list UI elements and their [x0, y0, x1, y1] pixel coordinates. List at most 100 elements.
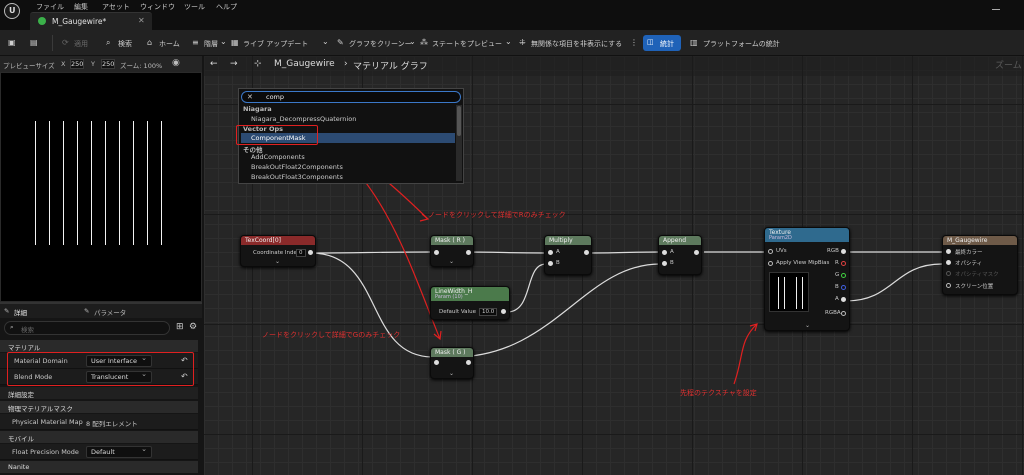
- chevron-down-icon[interactable]: ⌄: [449, 258, 455, 265]
- input-pin[interactable]: [434, 250, 439, 255]
- category-nanite[interactable]: Nanite: [0, 461, 198, 473]
- node-search-input[interactable]: ✕ comp: [241, 91, 461, 103]
- breadcrumb-asset[interactable]: M_Gaugewire: [274, 59, 335, 69]
- output-pin-g[interactable]: [841, 273, 846, 278]
- output-pin[interactable]: [308, 250, 313, 255]
- popup-item[interactable]: Niagara_DecompressQuaternion: [251, 115, 357, 123]
- output-pin[interactable]: [501, 309, 506, 314]
- preview-y-input[interactable]: 250: [101, 59, 115, 69]
- chevron-down-icon[interactable]: ⌄: [449, 370, 455, 377]
- popup-item[interactable]: BreakOutFloat3Components: [251, 173, 343, 181]
- preview-x-input[interactable]: 250: [70, 59, 84, 69]
- gear-icon[interactable]: ⚙: [189, 322, 198, 332]
- coordinate-index-input[interactable]: 0: [296, 249, 306, 257]
- clear-icon[interactable]: ✕: [247, 93, 253, 101]
- node-append[interactable]: Append A B: [658, 235, 702, 275]
- apply-button[interactable]: 適用: [74, 40, 88, 48]
- popup-item-component-mask[interactable]: ComponentMask: [251, 134, 306, 142]
- minimize-icon[interactable]: [992, 9, 1000, 10]
- chevron-down-icon[interactable]: ⌄: [409, 37, 416, 46]
- chevron-down-icon[interactable]: ⌄: [275, 258, 281, 265]
- clean-graph-button[interactable]: グラフをクリーンー: [349, 40, 412, 48]
- output-pin-b[interactable]: [841, 285, 846, 290]
- node-texcoord[interactable]: TexCoord[0] Coordinate Index 0 ⌄: [240, 235, 316, 267]
- hierarchy-button[interactable]: 階層: [204, 40, 218, 48]
- menu-window[interactable]: ウィンドウ: [140, 3, 175, 11]
- node-output[interactable]: M_Gaugewire 最終カラー オパシティ オパシティマスク スクリーン位置: [942, 235, 1018, 295]
- search-button[interactable]: 検索: [118, 40, 132, 48]
- output-pin[interactable]: [584, 250, 589, 255]
- chevron-down-icon[interactable]: ⌄: [505, 37, 512, 46]
- category-physical[interactable]: 物理マテリアルマスク: [0, 401, 198, 413]
- menu-tools[interactable]: ツール: [184, 3, 205, 11]
- menu-file[interactable]: ファイル: [36, 3, 64, 11]
- output-pin[interactable]: [466, 360, 471, 365]
- save-icon[interactable]: ▣: [8, 38, 16, 47]
- forward-icon[interactable]: →: [230, 59, 238, 69]
- close-icon[interactable]: ✕: [138, 16, 145, 25]
- input-pin-mipbias[interactable]: [768, 261, 773, 266]
- category-advanced-label: 詳細設定: [8, 391, 34, 399]
- reset-icon[interactable]: ↶: [181, 356, 188, 365]
- preview-state-button[interactable]: ステートをプレビュー: [432, 40, 502, 48]
- material-domain-select[interactable]: User Interface: [86, 354, 152, 367]
- node-mask-r[interactable]: Mask ( R ) ⌄: [430, 235, 474, 267]
- chevron-down-icon[interactable]: ⌄: [322, 37, 329, 46]
- platform-stats-button[interactable]: プラットフォームの統計: [703, 40, 780, 48]
- chevron-down-icon[interactable]: ⌄: [220, 37, 227, 46]
- input-pin-screen-pos[interactable]: [946, 283, 951, 288]
- node-mask-g[interactable]: Mask ( G ) ⌄: [430, 347, 474, 379]
- home-button[interactable]: ホーム: [159, 40, 180, 48]
- float-precision-select[interactable]: Default: [86, 445, 152, 458]
- output-pin[interactable]: [466, 250, 471, 255]
- tab-details[interactable]: 詳細: [14, 309, 27, 317]
- more-options-icon[interactable]: ⋮: [630, 38, 638, 47]
- back-icon[interactable]: ←: [210, 59, 218, 69]
- node-multiply[interactable]: Multiply A B: [544, 235, 592, 275]
- output-pin-rgba[interactable]: [841, 311, 846, 316]
- live-update-button[interactable]: ライブ アップデート: [243, 40, 309, 48]
- input-pin-final-color[interactable]: [946, 249, 951, 254]
- blend-mode-select[interactable]: Translucent: [86, 370, 152, 383]
- output-pin-rgb[interactable]: [841, 249, 846, 254]
- input-pin-uvs[interactable]: [768, 249, 773, 254]
- popup-item[interactable]: BreakOutFloat2Components: [251, 163, 343, 171]
- input-pin-a[interactable]: [662, 250, 667, 255]
- menu-asset[interactable]: アセット: [102, 3, 130, 11]
- popup-category-niagara[interactable]: Niagara: [243, 105, 272, 113]
- eye-icon[interactable]: ◉: [172, 58, 180, 68]
- input-pin[interactable]: [434, 360, 439, 365]
- default-value-input[interactable]: 10.0: [479, 308, 498, 316]
- popup-selected-row[interactable]: [241, 133, 455, 143]
- input-pin-a[interactable]: [548, 250, 553, 255]
- input-pin-b[interactable]: [662, 261, 667, 266]
- input-pin-opacity[interactable]: [946, 260, 951, 265]
- output-pin-a[interactable]: [841, 297, 846, 302]
- output-pin-r[interactable]: [841, 261, 846, 266]
- input-pin-opacity-mask[interactable]: [946, 271, 951, 276]
- reset-icon[interactable]: ↶: [181, 372, 188, 381]
- category-material[interactable]: マテリアル: [0, 340, 198, 352]
- popup-item[interactable]: AddComponents: [251, 153, 305, 161]
- input-pin-b[interactable]: [548, 261, 553, 266]
- details-search-input[interactable]: ⌕ 検索: [4, 321, 170, 335]
- menu-edit[interactable]: 編集: [74, 3, 88, 11]
- document-tab[interactable]: M_Gaugewire* ✕: [30, 12, 152, 30]
- output-pin[interactable]: [694, 250, 699, 255]
- chevron-down-icon[interactable]: ⌄: [805, 322, 811, 329]
- tab-params[interactable]: パラメータ: [94, 309, 127, 317]
- popup-scrollbar[interactable]: [456, 105, 462, 181]
- popup-category-other[interactable]: その他: [243, 146, 263, 154]
- preview-viewport[interactable]: [0, 72, 202, 302]
- category-advanced[interactable]: 詳細設定: [0, 387, 198, 399]
- browse-icon[interactable]: ▤: [30, 38, 38, 47]
- stats-button[interactable]: ◫ 統計: [643, 35, 681, 51]
- popup-category-vector[interactable]: Vector Ops: [243, 125, 284, 133]
- menu-help[interactable]: ヘルプ: [216, 3, 237, 11]
- hide-unrelated-button[interactable]: 無関係な項目を非表示にする: [531, 40, 623, 48]
- category-mobile[interactable]: モバイル: [0, 431, 198, 443]
- texture-thumbnail[interactable]: [769, 272, 809, 312]
- grid-view-icon[interactable]: ⊞: [176, 322, 184, 332]
